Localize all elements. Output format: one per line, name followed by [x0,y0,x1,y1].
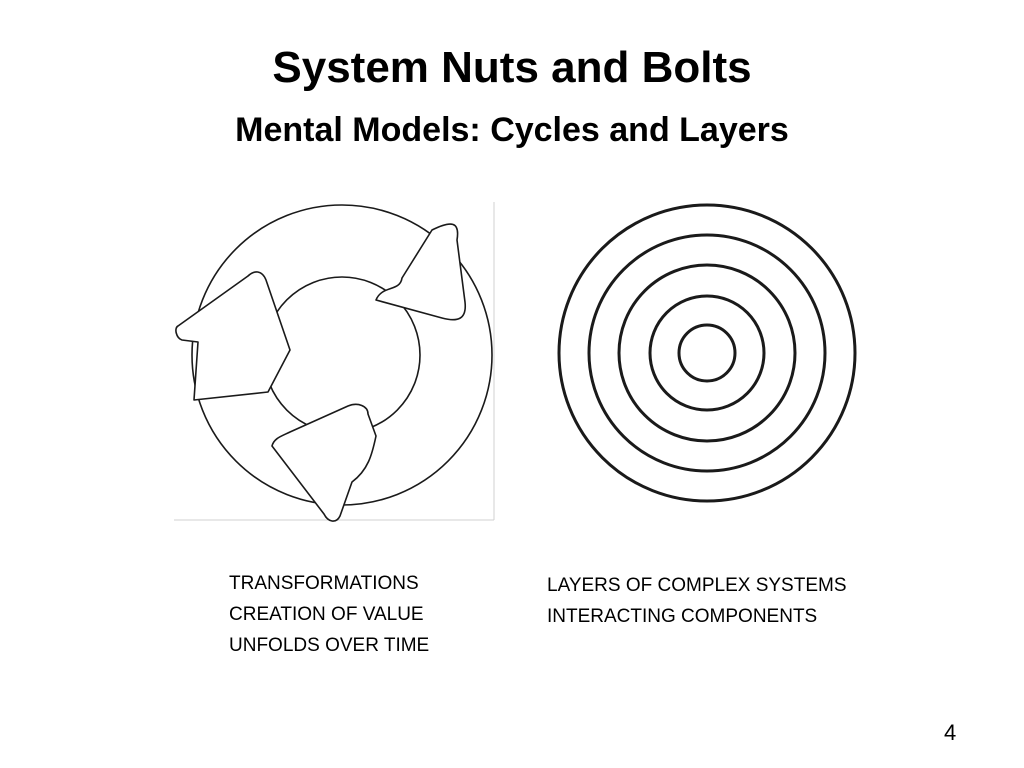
slide-subtitle: Mental Models: Cycles and Layers [235,111,789,149]
cycle-arrows-icon [174,202,495,522]
layers-caption-line: INTERACTING COMPONENTS [547,606,818,627]
cycle-arrow-top-right [375,223,467,321]
cycle-caption-line: TRANSFORMATIONS [229,573,419,594]
layer-ring-3 [617,263,797,443]
layer-ring-4 [587,233,827,473]
cycle-arrow-left [175,271,291,401]
layers-caption-line: LAYERS OF COMPLEX SYSTEMS [547,575,847,596]
slide-title: System Nuts and Bolts [272,43,752,92]
page-number: 4 [944,720,957,745]
cycle-arrow-bottom [271,403,377,522]
layers-caption: LAYERS OF COMPLEX SYSTEMS INTERACTING CO… [547,570,847,632]
layer-ring-5 [557,203,857,503]
layer-ring-2 [648,294,766,412]
cycle-caption-line: UNFOLDS OVER TIME [229,635,430,656]
cycle-caption-line: CREATION OF VALUE [229,604,424,625]
cycle-caption: TRANSFORMATIONS CREATION OF VALUE UNFOLD… [229,568,429,661]
layer-ring-1 [677,323,737,383]
concentric-circles-icon [557,203,857,503]
